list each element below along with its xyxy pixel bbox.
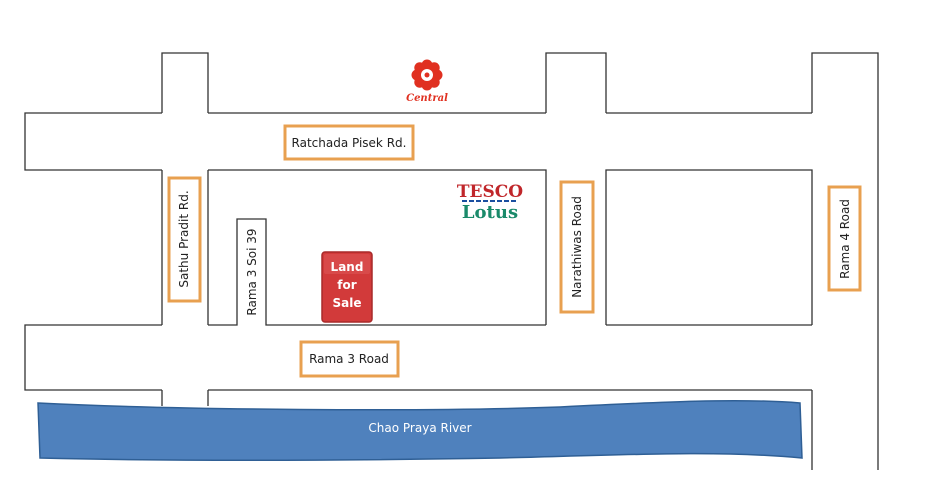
road-name-sathu-pradit: Sathu Pradit Rd.	[177, 190, 191, 287]
central-flower-icon	[411, 59, 443, 91]
land-for-sale-marker: Land for Sale	[321, 251, 373, 323]
road-name-rama-3: Rama 3 Road	[309, 352, 389, 366]
tesco-lotus-logo: TESCO Lotus	[457, 182, 523, 223]
road-name-soi-39: Rama 3 Soi 39	[245, 228, 259, 315]
land-label-line-2: for	[337, 278, 356, 292]
lotus-logo-text: Lotus	[462, 202, 518, 223]
tesco-logo-text: TESCO	[457, 182, 523, 202]
road-edge	[208, 169, 547, 325]
road-edge	[545, 52, 607, 113]
central-logo: Central	[406, 59, 448, 104]
label-ratchada: Ratchada Pisek Rd.	[283, 124, 415, 161]
road-edge	[24, 324, 162, 391]
land-label-line-1: Land	[331, 260, 364, 274]
label-rama-4: Rama 4 Road	[827, 185, 862, 292]
road-edge	[161, 52, 209, 113]
label-sathu-pradit: Sathu Pradit Rd.	[167, 176, 202, 303]
central-logo-text: Central	[406, 93, 448, 104]
road-edge	[811, 52, 879, 470]
road-edge	[208, 218, 546, 326]
road-name-rama-4: Rama 4 Road	[838, 199, 852, 279]
label-rama-3: Rama 3 Road	[299, 340, 400, 378]
river-label: Chao Praya River	[368, 421, 471, 435]
road-network	[24, 52, 879, 470]
road-edge	[24, 112, 162, 171]
road-name-ratchada: Ratchada Pisek Rd.	[292, 136, 407, 150]
label-narathiwas: Narathiwas Road	[559, 180, 595, 314]
river	[37, 399, 803, 462]
land-label-line-3: Sale	[333, 296, 362, 310]
road-name-narathiwas: Narathiwas Road	[570, 196, 584, 298]
road-edge	[605, 169, 813, 325]
